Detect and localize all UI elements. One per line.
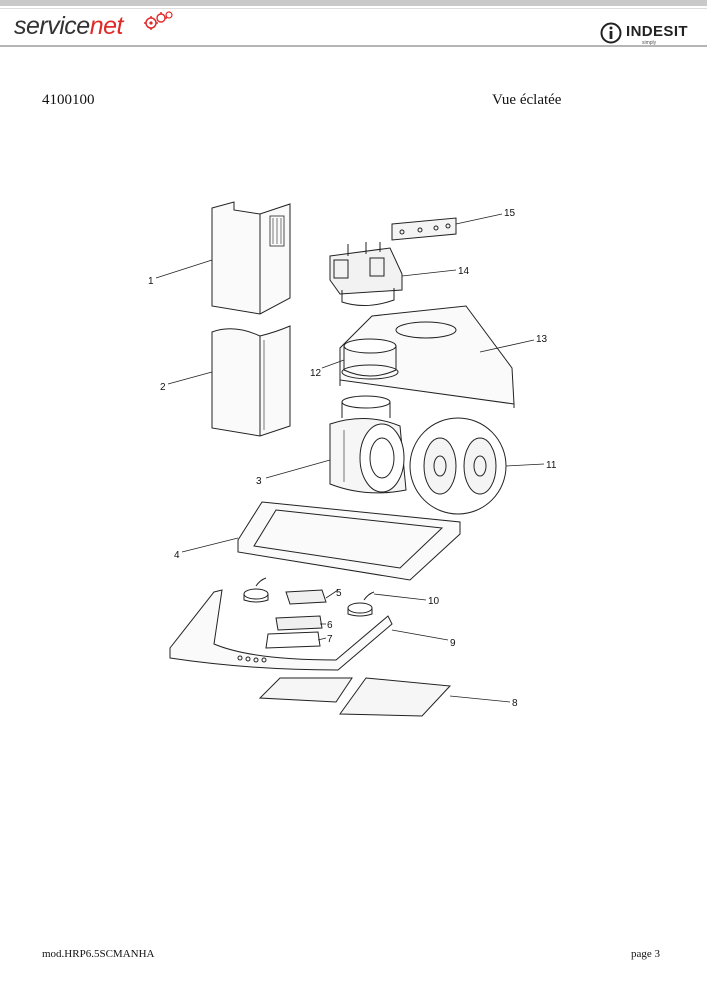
part-label-5: 5	[336, 588, 342, 599]
exploded-view-diagram: 1 2 3 4 5 6 7 8 9 10 11 12 13 14 15	[148, 201, 557, 717]
servicenet-logo-part-b: net	[89, 12, 124, 40]
indesit-tagline: simply	[642, 40, 657, 46]
leader-lines	[155, 213, 545, 703]
part-control-board	[391, 217, 457, 241]
part-label-14: 14	[458, 266, 470, 277]
part-lamps	[243, 577, 375, 617]
part-switch-board	[275, 615, 323, 631]
document-title: Vue éclatée	[492, 92, 562, 108]
part-label-9: 9	[450, 638, 456, 649]
part-label-10: 10	[428, 596, 440, 607]
indesit-mark-icon	[600, 22, 622, 44]
part-collar	[341, 338, 399, 380]
part-canopy	[169, 589, 393, 671]
document-code: 4100100	[42, 92, 95, 108]
part-label-7: 7	[327, 634, 333, 645]
top-bar	[0, 0, 707, 6]
part-label-4: 4	[174, 550, 180, 561]
part-label-13: 13	[536, 334, 548, 345]
part-label-12: 12	[310, 368, 322, 379]
header-divider	[0, 45, 707, 47]
gears-icon	[144, 11, 173, 30]
servicenet-logo-part-a: service	[14, 12, 90, 40]
indesit-wordmark: INDESIT	[626, 23, 688, 40]
part-upper-chimney	[211, 201, 291, 315]
part-label-3: 3	[256, 476, 262, 487]
indesit-logo: INDESIT simply	[600, 20, 696, 46]
part-label-8: 8	[512, 698, 518, 709]
part-grease-filters	[258, 677, 452, 717]
part-transformer	[285, 589, 327, 605]
part-mounting-plate	[339, 305, 515, 408]
part-label-15: 15	[504, 208, 516, 219]
part-label-2: 2	[160, 382, 166, 393]
footer-page: page 3	[631, 948, 661, 960]
part-lower-chimney	[211, 325, 291, 437]
part-switch-bracket	[265, 631, 321, 649]
top-bar-line	[0, 8, 707, 9]
part-motor	[329, 242, 403, 306]
part-carbon-filters	[409, 417, 507, 515]
servicenet-logo: servicenet	[14, 14, 123, 39]
part-frame	[237, 501, 461, 581]
part-blower-housing	[329, 395, 407, 494]
footer-model: mod.HRP6.5SCMANHA	[42, 948, 155, 960]
part-label-1: 1	[148, 276, 154, 287]
part-label-11: 11	[546, 460, 557, 471]
part-label-6: 6	[327, 620, 333, 631]
